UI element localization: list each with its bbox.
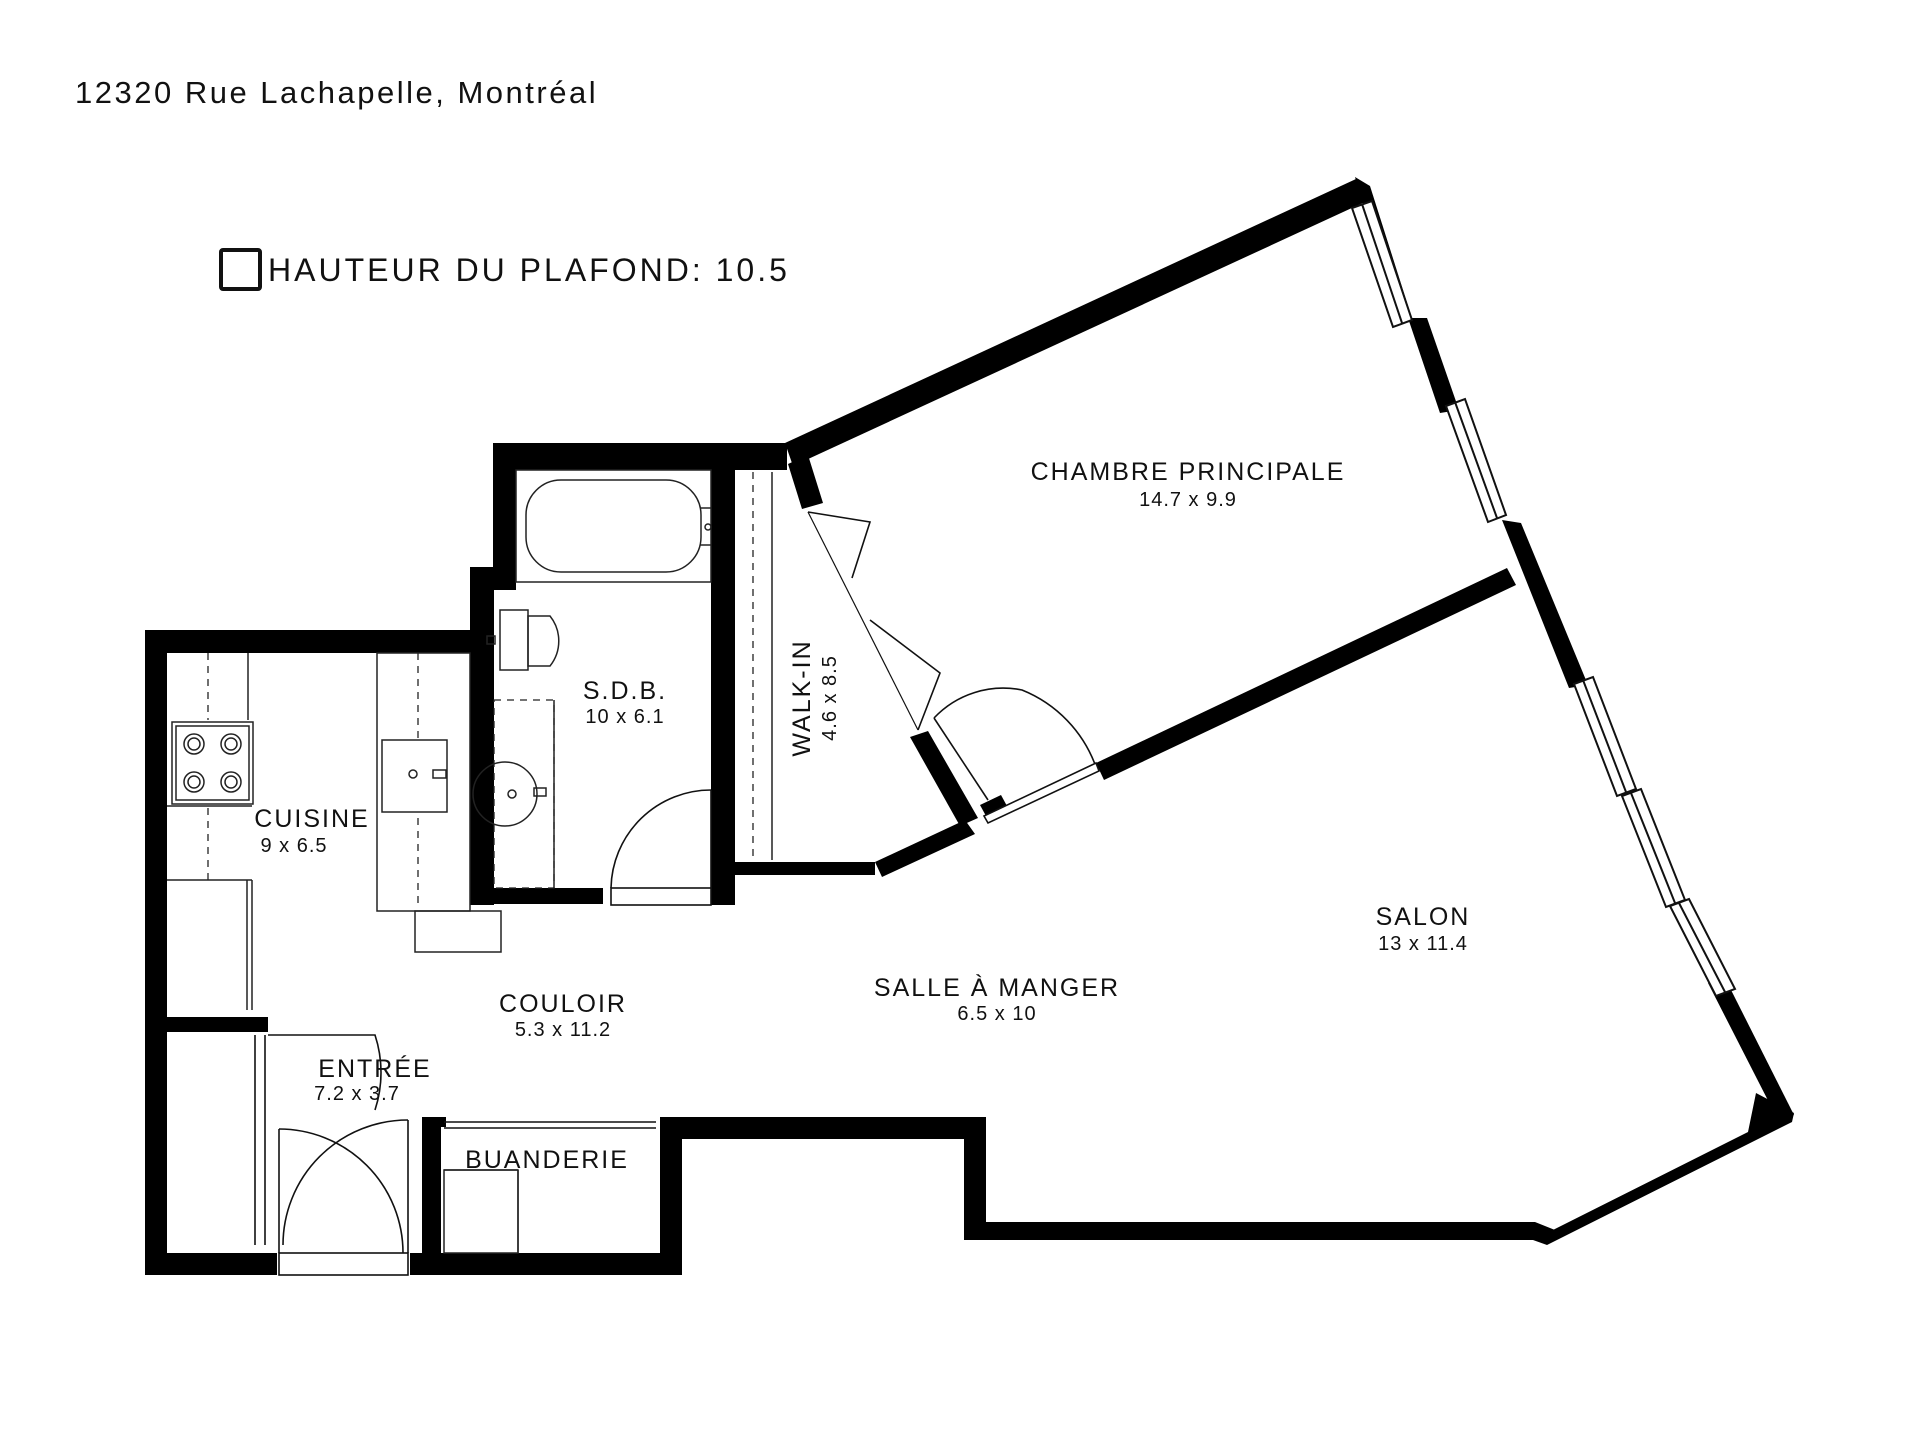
- stove: [171, 721, 254, 805]
- wall-bedroom-living-2: [980, 795, 1007, 816]
- wall-walkin-diag: [875, 820, 975, 877]
- doors: [254, 511, 1101, 1276]
- room-name-salon: SALON: [1376, 903, 1471, 931]
- address-title: 12320 Rue Lachapelle, Montréal: [75, 75, 598, 110]
- legend-label: HAUTEUR DU PLAFOND: 10.5: [268, 252, 790, 288]
- room-name-buanderie: BUANDERIE: [465, 1146, 629, 1174]
- kitchen-counter-left: [167, 653, 253, 1010]
- room-dims-chambre: 14.7 x 9.9: [1139, 489, 1237, 511]
- bath-vanity: [472, 699, 555, 889]
- room-name-couloir: COULOIR: [499, 990, 627, 1018]
- wall-bath-bottom: [470, 888, 603, 904]
- room-name-entree: ENTRÉE: [318, 1054, 431, 1083]
- wall-right-2: [1408, 318, 1459, 413]
- laundry-door: [444, 1121, 656, 1129]
- legend-swatch: [219, 248, 262, 291]
- room-name-walkin: WALK-IN: [788, 639, 816, 756]
- room-name-salle: SALLE À MANGER: [874, 973, 1120, 1002]
- wall-bottom-a: [145, 1253, 277, 1275]
- wall-left: [145, 630, 167, 1275]
- fixtures: [167, 469, 773, 1254]
- wall-bedroom-doorjamb: [910, 731, 978, 826]
- room-dims-sdb: 10 x 6.1: [585, 706, 664, 728]
- room-dims-entree: 7.2 x 3.7: [314, 1083, 400, 1105]
- room-dims-cuisine: 9 x 6.5: [260, 835, 327, 857]
- bathtub: [515, 469, 712, 583]
- room-name-chambre: CHAMBRE PRINCIPALE: [1031, 458, 1346, 486]
- wall-walkin-bottom: [733, 862, 875, 875]
- wall-bottom-b: [410, 1253, 682, 1275]
- walkin-door: [807, 511, 941, 731]
- wall-upper-left: [145, 443, 787, 653]
- walls: [145, 177, 1794, 1275]
- wall-walkin-left: [711, 465, 735, 877]
- toilet: [486, 609, 560, 671]
- wall-closet-top: [145, 1017, 268, 1032]
- wall-laundry-top: [422, 1117, 446, 1127]
- entry-door: [278, 1119, 409, 1276]
- room-name-sdb: S.D.B.: [583, 677, 667, 705]
- bath-door: [610, 789, 712, 906]
- wall-top-diagonal: [785, 179, 1367, 466]
- room-labels: CHAMBRE PRINCIPALE 14.7 x 9.9 S.D.B. 10 …: [254, 458, 1471, 1174]
- room-name-cuisine: CUISINE: [254, 805, 369, 833]
- wall-bottom-right: [1533, 1093, 1794, 1245]
- wall-bedroom-jamb: [788, 455, 823, 509]
- wall-laundry-left: [422, 1117, 441, 1275]
- room-dims-couloir: 5.3 x 11.2: [515, 1019, 611, 1041]
- wall-right-4: [1708, 980, 1794, 1120]
- wall-laundry-right: [660, 1117, 682, 1275]
- wall-bottom-notch: [660, 1117, 1560, 1240]
- laundry-appliances: [443, 1169, 519, 1254]
- kitchen-counter-right: [247, 652, 502, 953]
- closet-door: [254, 1034, 382, 1245]
- wall-closet-side: [253, 1017, 268, 1032]
- wall-bath-bottom-2: [711, 875, 735, 905]
- room-dims-walkin: 4.6 x 8.5: [819, 655, 841, 741]
- wall-bedroom-living: [1096, 568, 1516, 780]
- wall-right-3: [1502, 520, 1588, 688]
- wall-bath-left: [470, 590, 494, 905]
- room-dims-salle: 6.5 x 10: [957, 1003, 1036, 1025]
- windows: [1350, 199, 1737, 998]
- bedroom-door: [933, 687, 1101, 825]
- walkin-shelves: [752, 472, 773, 860]
- room-dims-salon: 13 x 11.4: [1378, 933, 1468, 955]
